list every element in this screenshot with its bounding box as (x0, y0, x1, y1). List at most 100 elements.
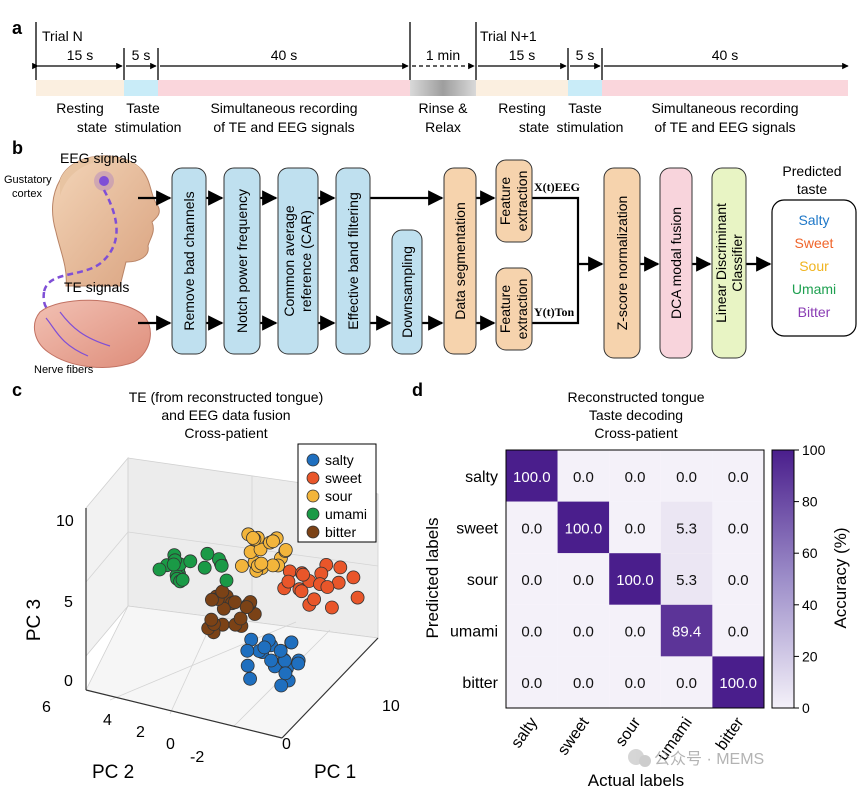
legend-marker-sweet (306, 471, 320, 485)
legend-label-salty: salty (325, 452, 354, 468)
label-feature-eeg-1: Feature (497, 177, 513, 225)
duration-rinse: 1 min (426, 47, 460, 63)
colorbar-tick: 0 (802, 700, 810, 716)
point-sweet (333, 560, 348, 575)
illustration-head (52, 155, 160, 287)
heatmap-cell (609, 656, 661, 708)
taste-label-1a: Taste (126, 100, 160, 116)
te-signals-label: TE signals (64, 279, 129, 295)
point-sweet (307, 592, 322, 607)
colorbar-tick: 40 (802, 597, 818, 613)
heatmap-col-label: sour (612, 714, 644, 750)
gustatory-label-a: Gustatory (4, 174, 52, 186)
heatmap-col-label: sweet (555, 714, 593, 758)
heatmap-cell (609, 501, 661, 554)
step-zscore (603, 167, 641, 359)
label-feature-te-2: extraction (514, 279, 530, 340)
heatmap-cell (609, 450, 661, 502)
heatmap-cell (557, 656, 610, 708)
label-notch: Notch power frequency (234, 189, 250, 333)
y-ton-label: Y(t)Ton (534, 305, 575, 319)
point-sweet (294, 584, 309, 599)
heatmap-value: 0.0 (573, 469, 594, 486)
legend-label-sour: sour (325, 488, 353, 504)
heatmap-cell (557, 501, 610, 554)
duration-rest-1: 15 s (67, 47, 93, 63)
sim-label-2a: Simultaneous recording (651, 100, 798, 116)
duration-taste-1: 5 s (132, 47, 151, 63)
heatmap-value: 0.0 (521, 520, 542, 537)
heatmap-value: 100.0 (513, 469, 551, 486)
point-salty (291, 656, 306, 671)
taste-sweet: Sweet (795, 235, 834, 251)
point-sweet (350, 590, 365, 605)
panel-label-a: a (12, 18, 23, 38)
heatmap-cell (660, 450, 713, 502)
label-zscore: Z-score normalization (614, 196, 630, 331)
heatmap-value: 0.0 (521, 572, 542, 589)
heatmap-value: 0.0 (728, 624, 749, 641)
taste-sour: Sour (799, 258, 829, 274)
legend-marker-umami (306, 507, 320, 521)
watermark-text: 公众号 · MEMS (654, 750, 764, 768)
nerve-fibers-label: Nerve fibers (34, 364, 94, 376)
duration-rest-2: 15 s (509, 47, 535, 63)
point-umami (183, 554, 198, 569)
colorbar (771, 449, 795, 709)
heatmap-cell (660, 604, 713, 657)
heatmap-value: 0.0 (521, 675, 542, 692)
step-car (277, 167, 319, 355)
legend-marker-salty (306, 453, 320, 467)
heatmap-row-label: sour (467, 572, 499, 589)
point-sour (265, 558, 280, 573)
taste-umami: Umami (792, 281, 836, 297)
heatmap-cell (557, 604, 610, 657)
heatmap-y-label: Predicted labels (423, 518, 442, 639)
step-remove-bad (171, 167, 207, 355)
heatmap-value: 0.0 (625, 469, 646, 486)
rinse-label-a: Rinse & (418, 100, 468, 116)
step-band (335, 167, 371, 355)
sim-label-1b: of TE and EEG signals (213, 119, 354, 135)
label-dca: DCA modal fusion (668, 207, 684, 319)
heatmap-cell (506, 553, 558, 605)
point-salty (264, 653, 279, 668)
taste-bar-1 (124, 80, 158, 96)
heatmap-value: 0.0 (521, 624, 542, 641)
x-axis-label: PC 1 (314, 762, 356, 783)
sim-bar-1 (158, 80, 410, 96)
point-umami (214, 558, 229, 573)
heatmap-row-label: salty (465, 469, 498, 486)
heatmap-cell (712, 450, 764, 502)
point-sour (266, 534, 280, 549)
heatmap-cell (712, 501, 764, 554)
point-bitter (204, 592, 219, 607)
z-tick-1: 5 (64, 594, 73, 611)
heatmap-cell (712, 656, 764, 708)
panel-label-d: d (412, 380, 423, 400)
legend-label-umami: umami (325, 506, 367, 522)
trial-n1-label: Trial N+1 (480, 28, 537, 44)
heatmap-cell (557, 553, 610, 605)
point-sweet (346, 570, 361, 585)
colorbar-tick: 80 (802, 494, 818, 510)
y-tick-2: 2 (136, 724, 145, 741)
label-feature-eeg-2: extraction (514, 171, 530, 232)
point-umami (200, 546, 215, 561)
point-sweet (324, 600, 339, 615)
point-umami (175, 572, 190, 587)
colorbar-tick: 20 (802, 648, 818, 664)
rinse-label-b: Relax (425, 119, 461, 135)
x-eeg-label: X(t)EEG (534, 180, 580, 194)
heatmap-x-label: Actual labels (588, 771, 684, 790)
label-lda-2: Classifier (729, 234, 745, 292)
point-salty (284, 635, 299, 650)
label-segmentation: Data segmentation (452, 202, 468, 320)
heatmap-cell (660, 553, 713, 605)
step-dca (659, 167, 693, 359)
heatmap-title: Reconstructed tongue Taste decoding Cros… (568, 389, 705, 441)
heatmap-value: 100.0 (719, 675, 757, 692)
point-bitter (233, 611, 248, 626)
